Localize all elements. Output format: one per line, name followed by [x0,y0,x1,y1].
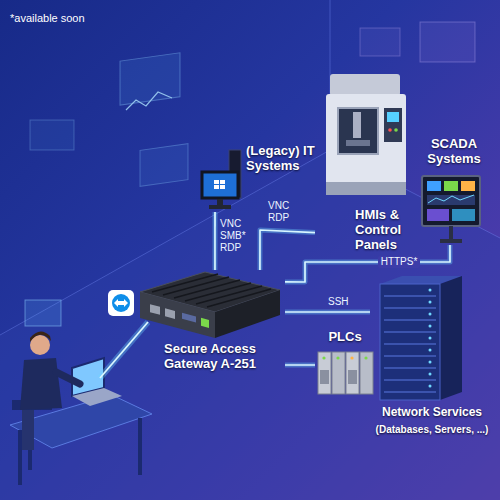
connection-core [285,364,315,366]
node-label: PLCs [315,330,375,345]
protocol-label: VNC SMB* RDP [220,218,250,254]
connection-line [285,311,370,312]
scada-panel [422,176,480,243]
scada-node: SCADA Systems [412,135,496,245]
remote-link [100,322,148,378]
connection-line [285,364,315,365]
gateway-device [140,272,280,338]
connection-core [285,311,370,313]
connection-line [214,212,215,270]
network-services-node: Network Services (Databases, Servers, ...… [370,268,496,468]
plc-node: PLCs [315,328,377,400]
cnc-machine [326,74,406,195]
node-label: Secure Access Gateway A-251 [140,342,280,372]
protocol-label: HTTPS* [378,256,420,268]
server-rack [380,276,462,400]
gateway-node: Secure Access Gateway A-251 [135,270,285,385]
node-label: HMIs & Control Panels [355,208,411,253]
hmi-node: HMIs & Control Panels [315,62,413,255]
remote-app-icon [108,290,134,316]
node-label: (Legacy) IT Systems [246,144,320,174]
node-label: (Databases, Servers, ...) [370,424,494,436]
connection-glow [212,212,217,270]
connection-glow [285,362,315,367]
protocol-label: VNC RDP [268,200,296,224]
plc-modules [318,352,373,394]
remote-link-glow [100,322,148,378]
footnote-label: *available soon [10,12,85,25]
protocol-label: SSH [328,296,354,308]
node-label: SCADA Systems [414,137,494,167]
connection-glow [285,309,370,314]
connection-core [214,212,216,270]
legacy-pc [202,150,241,209]
floating-screens [30,22,475,186]
floor [0,150,500,500]
it-systems-node: (Legacy) IT Systems [198,140,324,212]
user-at-desk [10,300,152,485]
node-label: Network Services [372,406,492,420]
